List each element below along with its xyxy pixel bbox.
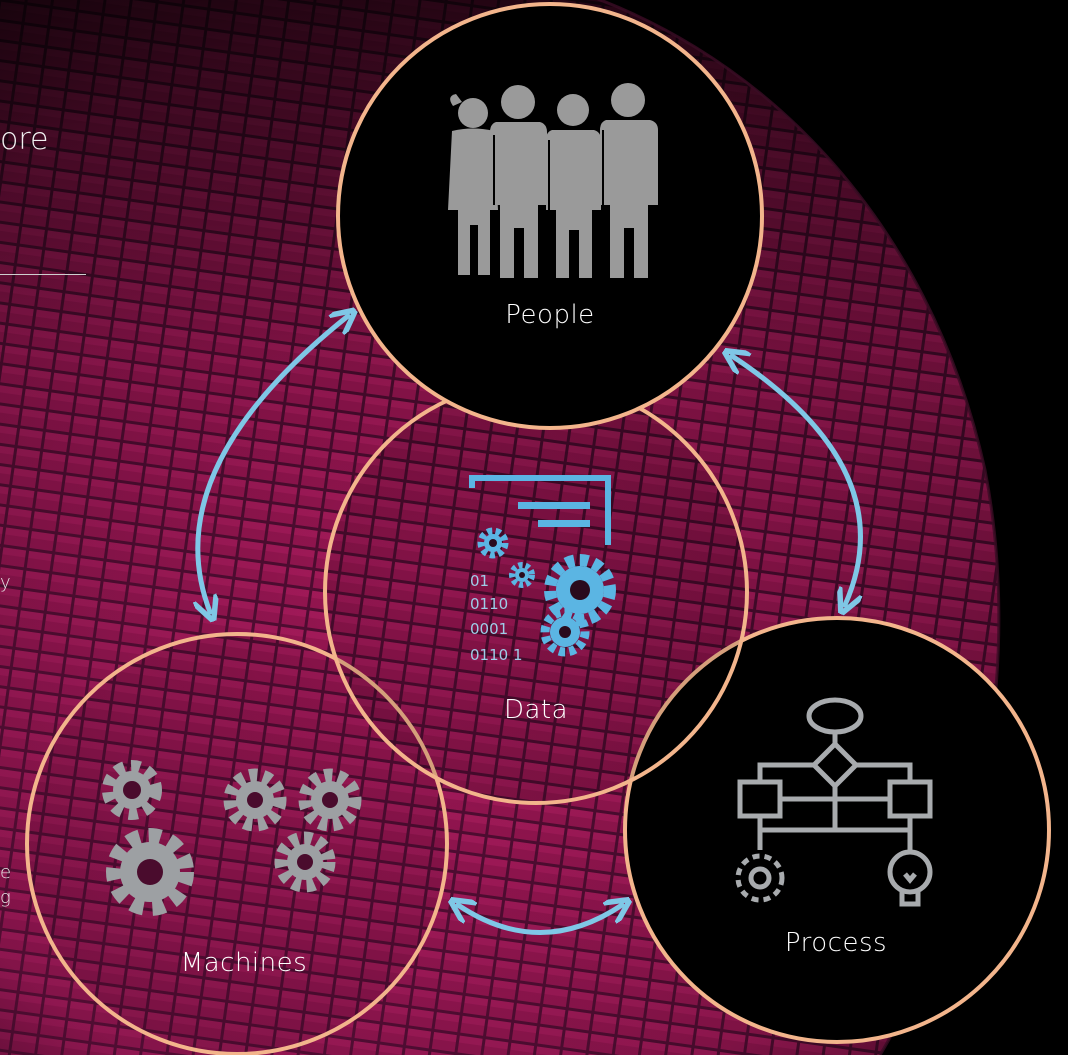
cropped-text-fragment: g bbox=[0, 887, 11, 908]
data-binary-line: 0110 bbox=[470, 595, 508, 613]
process-label: Process bbox=[784, 928, 888, 958]
data-circle bbox=[323, 379, 749, 805]
data-binary-line: 01 bbox=[470, 572, 489, 590]
people-label: People bbox=[505, 300, 595, 330]
cropped-text-fragment: e bbox=[0, 862, 12, 883]
cropped-text-fragment: y bbox=[0, 572, 11, 593]
cropped-text-fragment: ore bbox=[0, 122, 49, 157]
machines-label: Machines bbox=[180, 948, 308, 978]
data-binary-line: 0110 1 bbox=[470, 646, 523, 664]
people-group-icon bbox=[448, 83, 658, 278]
data-gears-icon: 01 0110 0001 0110 1 bbox=[469, 475, 616, 664]
arrow-people-process bbox=[732, 356, 863, 605]
people-circle bbox=[336, 2, 764, 430]
arrow-machines-process bbox=[458, 905, 622, 935]
machine-gears-icon bbox=[102, 760, 362, 916]
data-binary-line: 0001 bbox=[470, 620, 508, 638]
divider-line bbox=[0, 274, 86, 275]
machines-circle bbox=[25, 632, 449, 1055]
process-flowchart-icon bbox=[735, 697, 933, 907]
data-label: Data bbox=[503, 695, 569, 725]
arrow-people-machines bbox=[198, 316, 348, 612]
